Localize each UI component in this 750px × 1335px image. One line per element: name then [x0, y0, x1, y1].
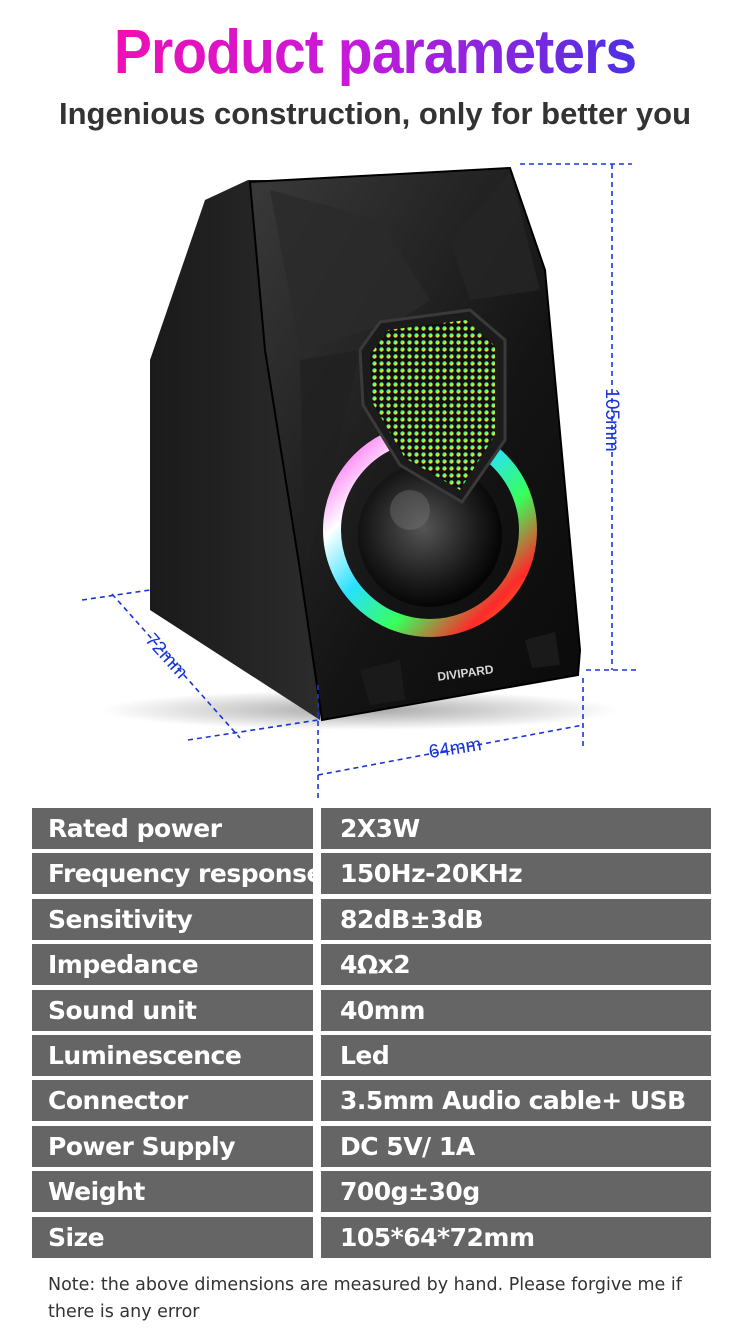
disclaimer-note: Note: the above dimensions are measured …: [48, 1275, 682, 1322]
spec-label: Frequency response: [32, 853, 313, 895]
spec-label: Sound unit: [32, 989, 313, 1031]
spec-value: 3.5mm Audio cable+ USB: [321, 1080, 711, 1122]
table-row: Rated power 2X3W: [32, 808, 711, 849]
spec-label: Power Supply: [32, 1125, 313, 1167]
product-figure: DIVIPARD 105mm 72mm 64mm: [0, 150, 750, 800]
spec-value: 40mm: [321, 989, 711, 1031]
table-row: Impedance 4Ωx2: [32, 944, 711, 986]
spec-label: Luminescence: [32, 1034, 313, 1076]
table-row: Size 105*64*72mm: [32, 1216, 711, 1258]
speaker-facet: [450, 172, 540, 300]
spec-value: 150Hz-20KHz: [321, 853, 711, 895]
spec-label: Sensitivity: [32, 898, 313, 940]
table-row: Frequency response 150Hz-20KHz: [32, 853, 711, 895]
table-row: Weight 700g±30g: [32, 1171, 711, 1213]
table-row: Sound unit 40mm: [32, 989, 711, 1031]
speaker-dust-cap: [390, 490, 430, 530]
spec-value: 82dB±3dB: [321, 898, 711, 940]
speaker-foot: [360, 660, 405, 705]
spec-label: Impedance: [32, 944, 313, 986]
speaker-grille: [370, 320, 495, 490]
spec-value: 700g±30g: [321, 1171, 711, 1213]
spec-value: 4Ωx2: [321, 944, 711, 986]
speaker-cone: [358, 463, 502, 607]
page-title: Product parameters: [30, 18, 720, 88]
spec-value: Led: [321, 1034, 711, 1076]
table-row: Connector 3.5mm Audio cable+ USB: [32, 1080, 711, 1122]
spec-value: 105*64*72mm: [321, 1216, 711, 1258]
speaker-facet: [300, 350, 360, 570]
spec-label: Rated power: [32, 808, 313, 849]
speaker-facet: [270, 190, 430, 350]
spec-label: Weight: [32, 1171, 313, 1213]
page-subtitle: Ingenious construction, only for better …: [58, 96, 692, 131]
height-dimension-label: 105mm: [601, 388, 622, 451]
speaker-illustration: DIVIPARD 105mm 72mm 64mm: [81, 163, 636, 798]
spec-value: 2X3W: [321, 808, 711, 849]
table-row: Power Supply DC 5V/ 1A: [32, 1125, 711, 1167]
dimension-lines: [81, 163, 636, 798]
speaker-foot: [525, 632, 560, 668]
spec-value: DC 5V/ 1A: [321, 1125, 711, 1167]
spec-label: Connector: [32, 1080, 313, 1122]
width-dimension-label: 64mm: [427, 734, 482, 763]
table-row: Luminescence Led: [32, 1034, 711, 1076]
depth-dimension-label: 72mm: [141, 630, 192, 683]
spec-table: Rated power 2X3W Frequency response 150H…: [32, 808, 711, 1262]
spec-label: Size: [32, 1216, 313, 1258]
table-row: Sensitivity 82dB±3dB: [32, 898, 711, 940]
